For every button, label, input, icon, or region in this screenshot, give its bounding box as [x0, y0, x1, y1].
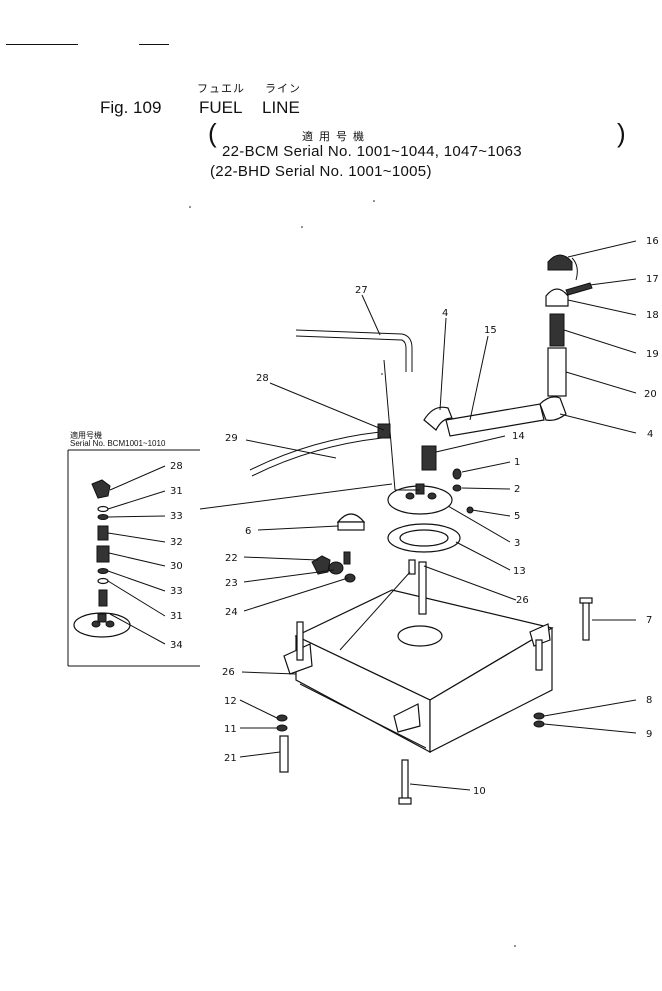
- washer-9: [533, 720, 545, 728]
- fuel-pipe-15: [445, 403, 545, 437]
- cap-plate: [387, 483, 453, 515]
- filter-element-14: [421, 445, 437, 471]
- inset-callout-30: 30: [170, 561, 183, 572]
- callout-12: 12: [224, 696, 237, 707]
- callout-20: 20: [644, 389, 657, 400]
- inset-elbow-fitting: [91, 479, 111, 499]
- inset-washer-2: [97, 577, 109, 585]
- inset-filter-body: [96, 545, 110, 563]
- title-katakana-line: ライン: [265, 83, 301, 95]
- applicable-serial-heading: 適用号機: [302, 131, 370, 143]
- inset-callout-31: 31: [170, 486, 183, 497]
- bolt-10: [401, 759, 409, 803]
- washer-11: [276, 724, 288, 732]
- callout-5: 5: [514, 511, 520, 522]
- nipple-1: [452, 468, 462, 480]
- callout-23: 23: [225, 578, 238, 589]
- tank-filler-opening: [397, 625, 443, 647]
- inset-stem: [98, 589, 108, 607]
- callout-28: 28: [256, 373, 269, 384]
- filler-neck: [545, 254, 593, 397]
- callout-3: 3: [514, 538, 520, 549]
- inset-o-ring-2: [97, 568, 109, 574]
- return-hose-27: [295, 329, 420, 491]
- hose-29: [249, 423, 391, 477]
- callout-26-right: 26: [516, 595, 529, 606]
- callout-27: 27: [355, 285, 368, 296]
- bracket-open: (: [208, 118, 217, 148]
- nut-8: [533, 712, 545, 720]
- callout-leaders: [239, 240, 637, 791]
- inset-box: [67, 449, 393, 667]
- callout-16: 16: [646, 236, 659, 247]
- hose-19: [549, 313, 565, 347]
- callout-21: 21: [224, 753, 237, 764]
- stud-bolts: [276, 559, 593, 805]
- header-rule-right: [139, 44, 169, 45]
- callout-9: 9: [646, 729, 652, 740]
- figure-number: Fig. 109: [100, 98, 162, 117]
- callout-19: 19: [646, 349, 659, 360]
- callout-7: 7: [646, 615, 652, 626]
- callout-26-left: 26: [222, 667, 235, 678]
- callout-10: 10: [473, 786, 486, 797]
- inset-callout-32: 32: [170, 537, 183, 548]
- inset-o-ring: [97, 514, 109, 520]
- callout-4-right: 4: [647, 429, 653, 440]
- spacer-21: [279, 735, 289, 773]
- cap-18: [545, 288, 569, 307]
- inset-callout-28: 28: [170, 461, 183, 472]
- bolt-7: [582, 599, 590, 641]
- title-katakana-fuel: フュエル: [197, 83, 245, 95]
- callout-22: 22: [225, 553, 238, 564]
- serial-range-bcm: 22-BCM Serial No. 1001~1044, 1047~1063: [222, 143, 522, 160]
- inset-heading-jp: 適用号機: [70, 431, 102, 440]
- callout-13: 13: [513, 566, 526, 577]
- inset-nipple: [97, 525, 109, 541]
- bracket-close: ): [617, 118, 626, 148]
- title-line: LINE: [262, 98, 300, 117]
- header-rule-left: [6, 44, 78, 45]
- callout-8: 8: [646, 695, 652, 706]
- inset-callout-33: 33: [170, 511, 183, 522]
- inset-washer: [97, 505, 109, 513]
- inset-callout-33-b: 33: [170, 586, 183, 597]
- callout-18: 18: [646, 310, 659, 321]
- callout-29: 29: [225, 433, 238, 444]
- callout-14: 14: [512, 431, 525, 442]
- cap-16: [547, 254, 573, 271]
- drain-cock: [311, 551, 356, 583]
- callout-17: 17: [646, 274, 659, 285]
- title-fuel: FUEL: [199, 98, 243, 117]
- callout-4: 4: [442, 308, 448, 319]
- inset-cap-plate: [73, 612, 131, 638]
- callout-6: 6: [245, 526, 251, 537]
- callout-15: 15: [484, 325, 497, 336]
- fuel-tank: [283, 589, 554, 754]
- inset-callout-31-b: 31: [170, 611, 183, 622]
- callout-2: 2: [514, 484, 520, 495]
- callout-11: 11: [224, 724, 237, 735]
- pipe-20: [547, 347, 567, 397]
- inset-heading-serial: Serial No. BCM1001~1010: [70, 439, 166, 448]
- nut-12: [276, 714, 288, 722]
- strap-17: [565, 282, 593, 296]
- tank-cap: [336, 513, 366, 531]
- serial-range-bhd: (22-BHD Serial No. 1001~1005): [210, 163, 432, 180]
- serial-range-bhd-text: 22-BHD Serial No. 1001~1005: [215, 163, 427, 180]
- gasket: [387, 523, 461, 553]
- elbow-4-right: [539, 396, 567, 421]
- callout-24: 24: [225, 607, 238, 618]
- elbow-4: [423, 406, 453, 431]
- tank-bracket-front: [393, 703, 421, 733]
- inset-callout-34: 34: [170, 640, 183, 651]
- callout-1: 1: [514, 457, 520, 468]
- o-ring-2: [452, 484, 462, 492]
- tank-bracket-right: [529, 623, 551, 647]
